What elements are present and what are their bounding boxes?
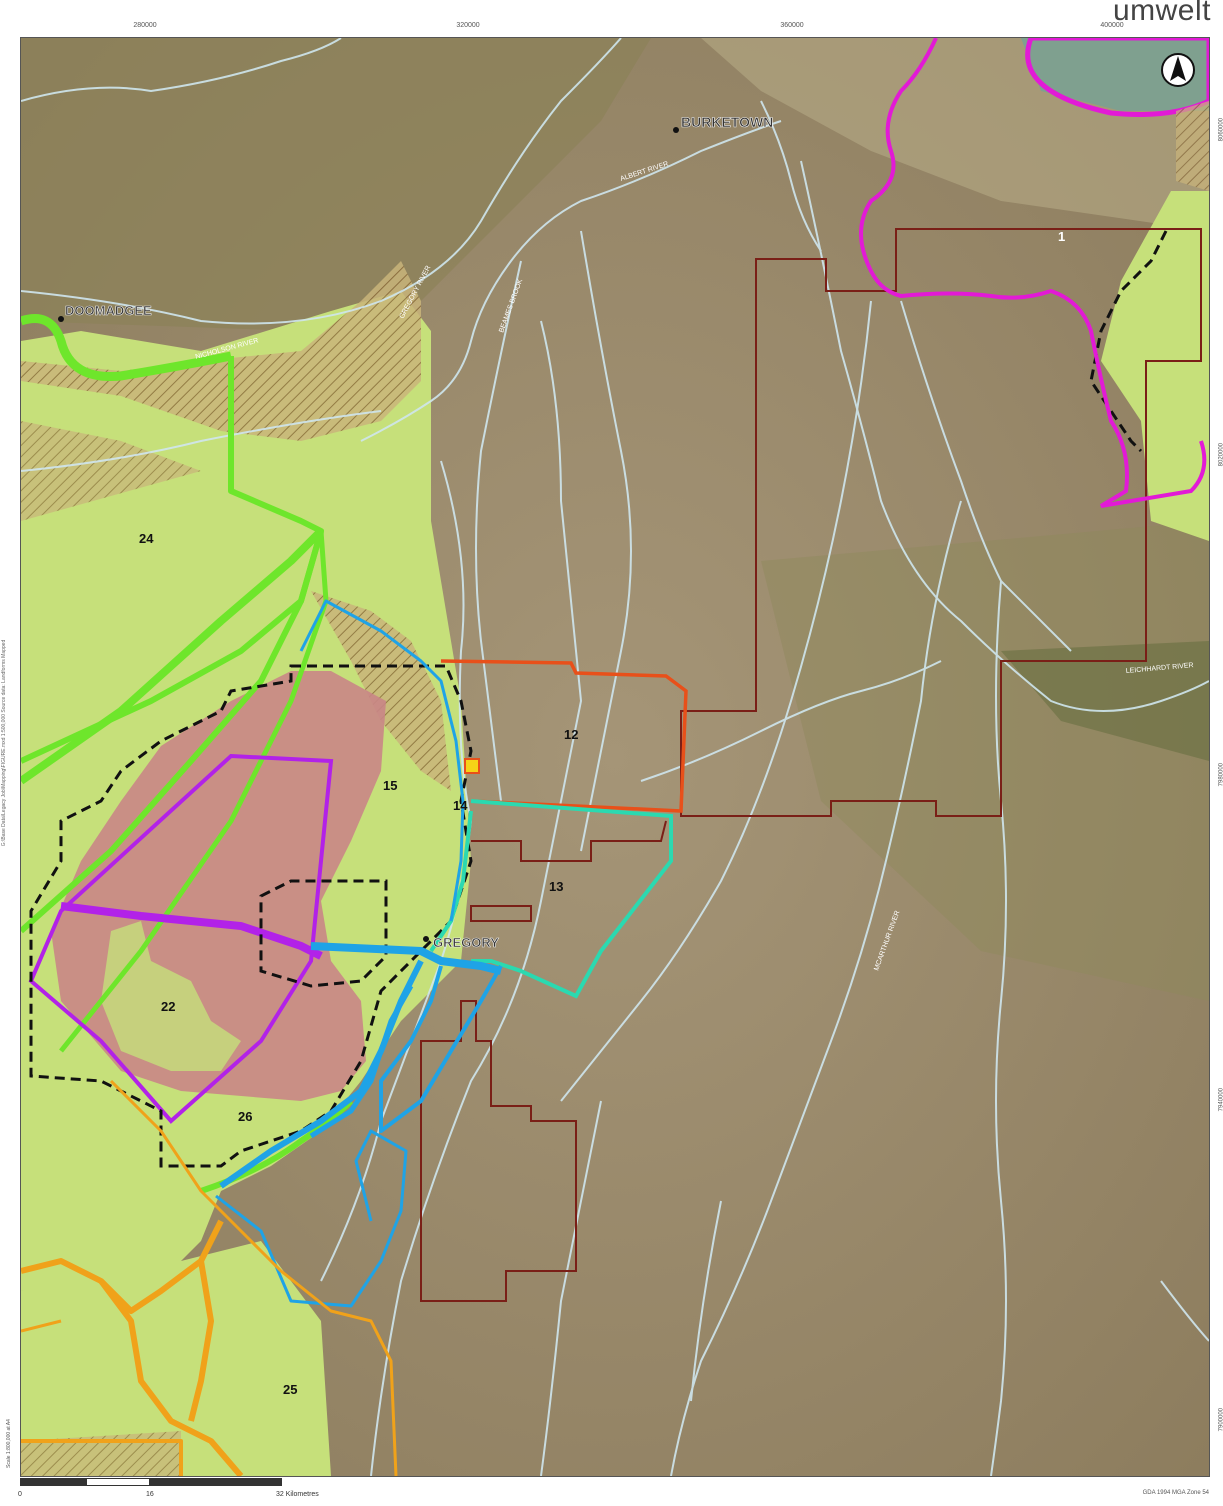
hatched-zone-ne [1176,101,1209,191]
river-network [21,38,1209,1476]
zone-label-25: 25 [283,1382,297,1397]
scale-tick-16: 16 [146,1491,154,1498]
zone-label-12: 12 [564,727,578,742]
magenta-boundary [859,38,1207,508]
zone-label-15: 15 [383,778,397,793]
hatched-zone-west [21,421,201,521]
orange-boundaries [21,1079,398,1476]
scale-text: Scale 1:800,000 at A4 [6,1419,12,1468]
north-arrow-icon [1161,53,1195,87]
zone-12-boundary [440,659,688,813]
zone-label-24: 24 [139,531,154,546]
zone-label-13: 13 [549,879,563,894]
gregory-label: GREGORY [433,935,499,950]
zone-label-1: 1 [1058,229,1065,244]
hatched-zone-northwest [21,261,421,441]
sea-area [1021,38,1209,111]
burketown-dot [673,127,679,133]
zone-label-14: 14 [453,798,468,813]
grid-tick-360000: 360000 [780,22,804,29]
hatched-zone-central [311,591,451,791]
burketown-label: BURKETOWN [681,114,773,130]
doomadgee-dot [58,316,64,322]
zone-13-boundary [470,799,673,999]
grid-tick-320000: 320000 [456,22,480,29]
grid-tick-7980000: 7980000 [1218,763,1223,787]
map-source-note: G:\Base Data\Legacy Job\Mapping\FIGURE.m… [1,639,7,847]
grid-tick-400000: 400000 [1100,22,1124,29]
projection-note: GDA 1994 MGA Zone 54 [1142,1490,1209,1496]
zone-label-26: 26 [238,1109,252,1124]
zone-light-green-ne [1101,191,1209,541]
map-svg: BURKETOWN DOOMADGEE GREGORY ALBERT RIVER… [21,38,1209,1476]
purple-boundary [28,753,334,1124]
grid-tick-280000: 280000 [133,22,157,29]
zone-label-22: 22 [161,999,175,1014]
site-marker [464,758,480,774]
scale-tick-32: 32 Kilometres [276,1491,319,1498]
map-canvas[interactable]: BURKETOWN DOOMADGEE GREGORY ALBERT RIVER… [20,37,1210,1477]
umwelt-logo: umwelt [1112,0,1211,27]
doomadgee-label: DOOMADGEE [65,303,152,318]
dark-vegetation-patch [1001,641,1209,761]
greener-plain [761,521,1209,1001]
grid-tick-8060000: 8060000 [1218,118,1223,142]
northern-floodplain [21,38,651,331]
darkred-boundaries [420,228,1202,1302]
grid-tick-7940000: 7940000 [1218,1088,1223,1112]
gregory-dot [423,936,429,942]
zone-light-green-sw [21,1241,331,1476]
scale-tick-0: 0 [18,1491,22,1498]
green-boundaries [21,314,354,1194]
grid-tick-8020000: 8020000 [1218,443,1223,467]
scale-bar [20,1478,282,1488]
grid-tick-7900000: 7900000 [1218,1408,1223,1432]
